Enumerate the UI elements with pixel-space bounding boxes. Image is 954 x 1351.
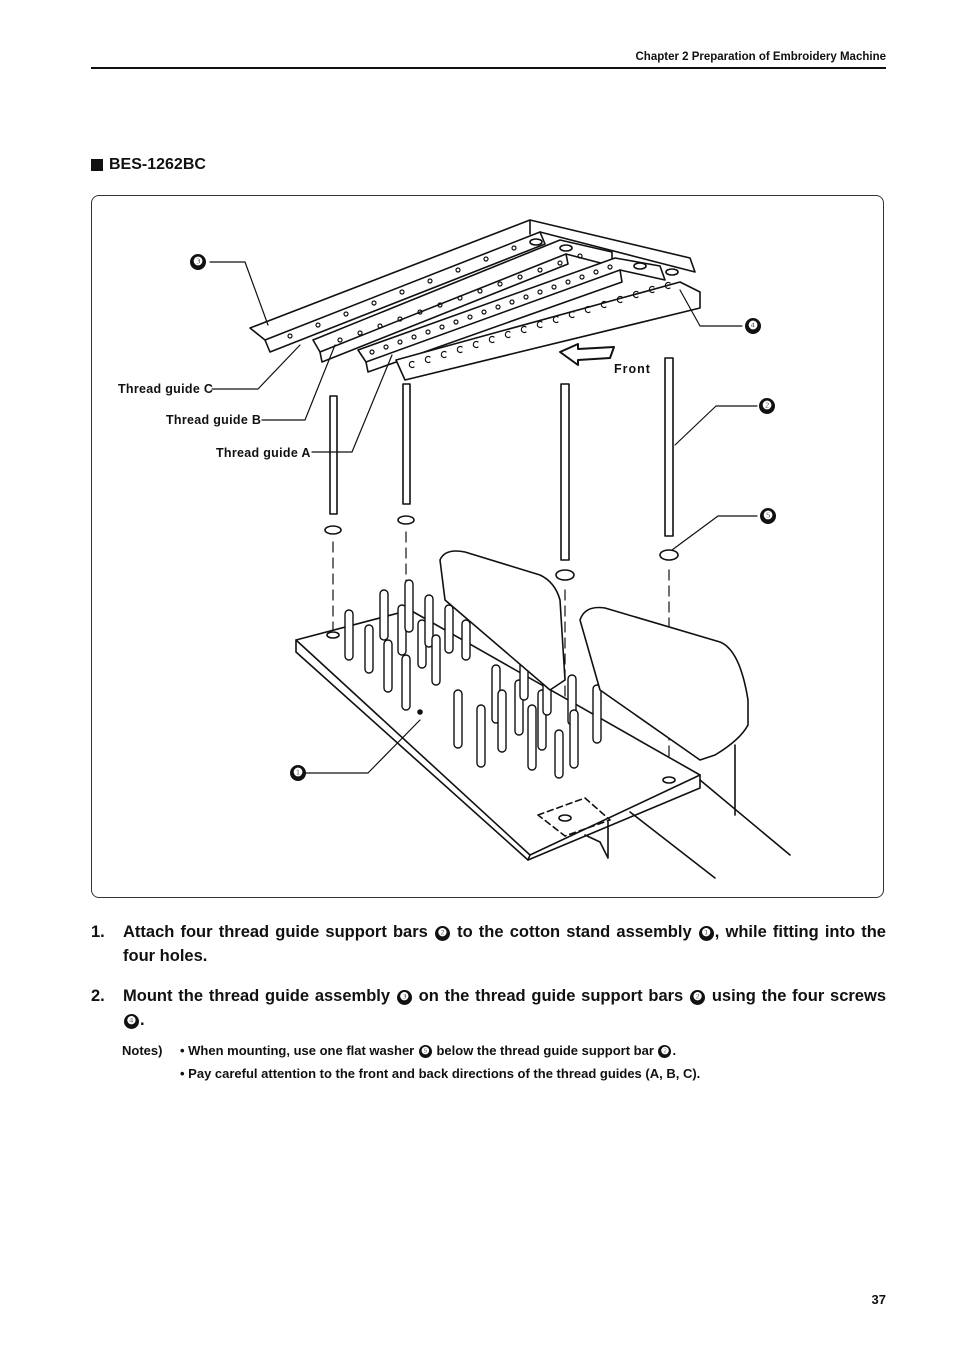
callout-3-marker: ❸ (190, 254, 206, 270)
note-text-segment: • Pay careful attention to the front and… (180, 1066, 701, 1081)
front-label: Front (614, 362, 651, 376)
note-text-segment: • When mounting, use one flat washer (180, 1043, 418, 1058)
thread-guide-a-label: Thread guide A (216, 446, 311, 460)
step-text-segment: Attach four thread guide support bars (123, 923, 434, 941)
step-text-segment: using the four screws (706, 987, 886, 1005)
callout-1-marker: ❶ (290, 765, 306, 781)
flat-washers (324, 515, 679, 581)
ref-4-marker: ❹ (124, 1014, 139, 1029)
callout-4-marker: ❹ (745, 318, 761, 334)
assembly-figure (91, 195, 884, 898)
support-bars (329, 357, 674, 561)
step-text-segment: . (140, 1011, 145, 1029)
note-text-segment: below the thread guide support bar (432, 1043, 658, 1058)
section-heading: BES-1262BC (91, 156, 206, 174)
square-bullet-icon (91, 159, 103, 171)
step-text: Mount the thread guide assembly ❸ on the… (123, 984, 886, 1032)
page-number: 37 (871, 1292, 886, 1307)
note-item: • When mounting, use one flat washer ❺ b… (180, 1040, 700, 1062)
ref-2-marker: ❷ (690, 990, 706, 1005)
ref-1-marker: ❶ (698, 926, 714, 941)
note-text-segment: . (672, 1043, 677, 1058)
step-text-segment: on the thread guide support bars (412, 987, 690, 1005)
step-number: 2. (91, 987, 105, 1005)
ref-2-marker: ❷ (658, 1045, 672, 1058)
notes-list: • When mounting, use one flat washer ❺ b… (180, 1040, 700, 1086)
front-arrow-icon (559, 343, 615, 366)
step-number: 1. (91, 923, 105, 941)
thread-guide-c-label: Thread guide C (118, 382, 214, 396)
header-divider (91, 67, 886, 69)
instruction-steps: 1. Attach four thread guide support bars… (91, 920, 886, 1086)
callout-2-marker: ❷ (759, 398, 775, 414)
step-text-segment: Mount the thread guide assembly (123, 987, 396, 1005)
thread-guide-assembly (249, 219, 701, 381)
note-item: • Pay careful attention to the front and… (180, 1063, 700, 1085)
step-item: 2. Mount the thread guide assembly ❸ on … (91, 984, 886, 1032)
ref-2-marker: ❷ (434, 926, 450, 941)
step-text: Attach four thread guide support bars ❷ … (123, 920, 886, 968)
notes-block: Notes) • When mounting, use one flat was… (122, 1040, 886, 1086)
section-heading-text: BES-1262BC (109, 156, 206, 173)
cotton-stand-assembly (295, 550, 791, 879)
step-item: 1. Attach four thread guide support bars… (91, 920, 886, 968)
step-text-segment: to the cotton stand assembly (450, 923, 698, 941)
chapter-title: Chapter 2 Preparation of Embroidery Mach… (635, 51, 886, 63)
ref-5-marker: ❺ (418, 1045, 432, 1058)
ref-3-marker: ❸ (396, 990, 412, 1005)
notes-label: Notes) (122, 1043, 163, 1058)
thread-guide-b-label: Thread guide B (166, 413, 262, 427)
callout-5-marker: ❺ (760, 508, 776, 524)
step-text-segment: , while fitting into the four holes. (123, 923, 886, 965)
